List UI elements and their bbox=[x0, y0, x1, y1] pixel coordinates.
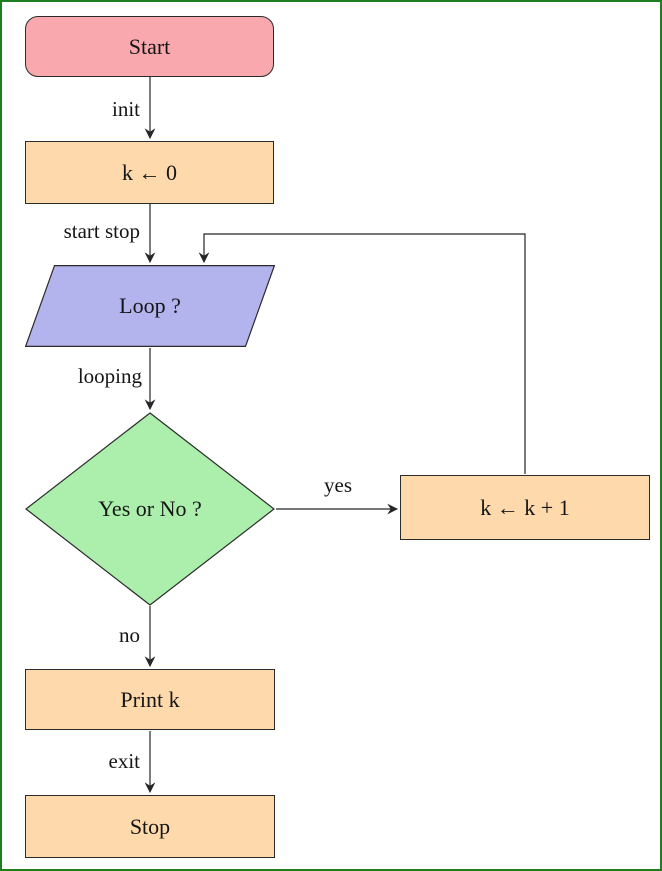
edge-label-yes: yes bbox=[324, 473, 352, 497]
edge-label-exit: exit bbox=[108, 749, 141, 773]
increment-node-label: k ← k + 1 bbox=[480, 494, 570, 520]
loop-node: Loop ? bbox=[25, 265, 275, 347]
edge-increment-feedback-to-loop bbox=[198, 233, 526, 474]
assign-node-label: k ← 0 bbox=[122, 159, 177, 185]
edge-label-looping: looping bbox=[77, 364, 142, 388]
print-node-label: Print k bbox=[120, 686, 180, 712]
start-node: Start bbox=[25, 16, 274, 77]
edge-label-start-stop: start stop bbox=[63, 219, 140, 243]
diamond-shape bbox=[25, 412, 275, 606]
print-node: Print k bbox=[25, 669, 275, 730]
loop-node-label: Loop ? bbox=[119, 293, 181, 318]
increment-node: k ← k + 1 bbox=[400, 475, 650, 540]
decision-node: Yes or No ? bbox=[25, 412, 275, 606]
parallelogram-shape bbox=[25, 265, 275, 347]
start-node-label: Start bbox=[128, 33, 171, 59]
stop-node: Stop bbox=[25, 795, 275, 858]
edge-label-no: no bbox=[119, 623, 140, 647]
decision-node-label: Yes or No ? bbox=[98, 496, 202, 521]
stop-node-label: Stop bbox=[129, 813, 171, 839]
assign-node: k ← 0 bbox=[25, 141, 274, 204]
edge-label-init: init bbox=[111, 97, 140, 121]
